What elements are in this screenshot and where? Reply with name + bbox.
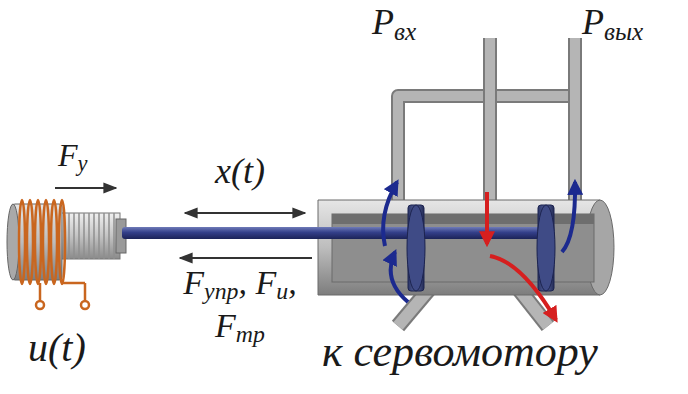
text-run: , [288, 264, 297, 301]
force-label: Fупр, Fи, Fтр [170, 263, 310, 349]
text-run: P [372, 2, 394, 42]
text-run: F [215, 307, 236, 344]
subscript: вых [604, 18, 643, 45]
solenoid [7, 200, 126, 309]
subscript: вх [394, 18, 416, 45]
force-arrows [55, 188, 312, 258]
signal-label: u(t) [28, 324, 86, 372]
subscript: у [78, 151, 88, 176]
subscript: и [276, 278, 288, 304]
pressure-label: Pвых [582, 1, 643, 47]
text-run: F [183, 264, 204, 301]
flow-arrows [383, 182, 575, 320]
pressure-label: Pвх [372, 1, 416, 47]
text-run: P [582, 2, 604, 42]
text-run: к сервомотору [322, 327, 598, 376]
subscript: тр [236, 321, 265, 347]
text-run: u(t) [28, 325, 86, 370]
text-run: F [58, 137, 78, 173]
displacement-label: x(t) [215, 150, 265, 193]
text-run: x(t) [215, 151, 265, 191]
text-run: F [255, 264, 276, 301]
subscript: упр [204, 278, 238, 304]
port-label: к сервомотору [322, 326, 598, 379]
force-label: Fу [58, 136, 88, 178]
text-run: , [238, 264, 255, 301]
